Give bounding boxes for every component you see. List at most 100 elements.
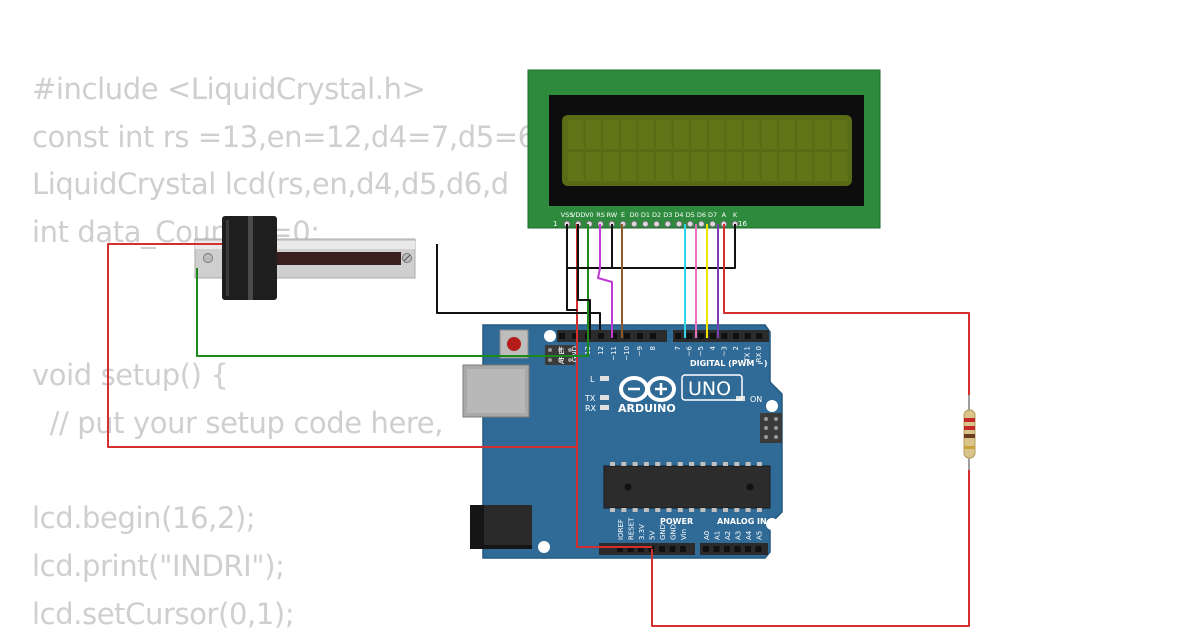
lcd-pin-label: D3 [663, 211, 672, 219]
lcd-pin[interactable] [686, 220, 694, 228]
reset-button-cap[interactable] [507, 337, 521, 351]
wire-red-backlight[interactable] [723, 224, 970, 395]
wire-magenta-rs[interactable] [597, 224, 613, 338]
chip-leg [689, 462, 695, 466]
lcd-char-cell [779, 120, 795, 149]
digital-pin-socket[interactable] [559, 333, 565, 339]
power-pin-socket[interactable] [617, 546, 623, 552]
wire-red-pot-vdd[interactable] [107, 224, 578, 448]
model-badge [681, 374, 743, 401]
chip-leg [621, 462, 627, 466]
digital-pin-socket[interactable] [744, 333, 751, 339]
lcd-char-cell [726, 152, 742, 181]
power-pin-socket[interactable] [627, 546, 634, 552]
digital-pin-socket[interactable] [756, 333, 763, 339]
digital-pin-socket[interactable] [624, 333, 630, 339]
digital-pin-socket[interactable] [721, 333, 728, 339]
wire-black-pot-gnd[interactable] [436, 244, 601, 330]
digital-pin-socket[interactable] [709, 333, 716, 339]
lcd-pin-label: K [733, 211, 738, 219]
lcd-pin[interactable] [675, 220, 683, 228]
lcd-char-cell [832, 152, 848, 181]
atmega-chip [603, 465, 771, 509]
icsp-header-right [760, 413, 782, 443]
analog-pin-label: A5 [756, 531, 764, 540]
lcd-char-cell [673, 152, 690, 181]
analog-title: ANALOG IN [717, 517, 767, 526]
power-pin-label: GND [659, 524, 667, 540]
digital-pin-socket[interactable] [637, 333, 643, 339]
lcd-pin[interactable] [653, 220, 661, 228]
wire-red-resistor-5v[interactable] [651, 470, 970, 627]
analog-pin-socket[interactable] [724, 546, 730, 552]
lcd-pin[interactable] [697, 220, 705, 228]
lcd-char-cell [638, 120, 654, 149]
power-pin-socket[interactable] [638, 546, 644, 552]
power-pin-label: 3.3V [638, 524, 646, 540]
lcd-char-cell [656, 120, 672, 149]
digital-pin-label: 4 [709, 345, 717, 350]
analog-pin-socket[interactable] [713, 546, 720, 552]
digital-pin-label: GND [571, 346, 579, 362]
lcd-char-cell [744, 152, 760, 181]
resistor[interactable] [963, 395, 976, 470]
digital-pin-socket[interactable] [598, 333, 604, 339]
lcd-pin[interactable] [664, 220, 672, 228]
chip-leg [610, 462, 615, 466]
digital-pin-socket[interactable] [650, 333, 656, 339]
digital-pin-socket[interactable] [572, 333, 578, 339]
digital-pin-socket[interactable] [675, 333, 681, 339]
analog-pin-socket[interactable] [745, 546, 751, 552]
led-tx-label: TX [584, 394, 596, 403]
power-pin-socket[interactable] [680, 546, 686, 552]
chip-leg [677, 508, 683, 512]
analog-pin-socket[interactable] [755, 546, 762, 552]
lcd-pin[interactable] [641, 220, 649, 228]
power-pin-socket[interactable] [659, 546, 665, 552]
arduino-model-text: UNO [688, 378, 731, 400]
wire-black-vss[interactable] [577, 224, 591, 338]
lcd-pin-label: V0 [585, 211, 594, 219]
power-pin-socket[interactable] [669, 546, 676, 552]
code-line: lcd.print("INDRI"); [32, 548, 285, 583]
wire-black-gnd-bus[interactable] [566, 224, 736, 269]
wire-red-5v-rail[interactable] [576, 447, 652, 548]
arduino-logo-icon [619, 376, 676, 402]
analog-pin-label: A2 [724, 531, 732, 540]
digital-pin-socket[interactable] [611, 333, 617, 339]
chip-leg [756, 508, 762, 512]
lcd-char-cell [620, 120, 637, 149]
lcd-char-cell [832, 120, 848, 149]
digital-pin-socket[interactable] [698, 333, 705, 339]
digital-pin-socket[interactable] [733, 333, 739, 339]
mounting-hole [544, 330, 556, 342]
led-on-label: ON [750, 395, 762, 404]
code-line: lcd.setCursor(0,1); [32, 596, 295, 631]
pot-screw-icon [203, 253, 213, 263]
analog-pin-socket[interactable] [734, 546, 741, 552]
slide-potentiometer[interactable] [194, 216, 416, 300]
chip-leg [734, 508, 740, 512]
lcd-char-cell [796, 120, 813, 149]
analog-pin-label: A0 [703, 531, 711, 540]
wire-black-gnd-drop[interactable] [566, 268, 577, 311]
digital-pin-label: ~6 [686, 345, 694, 356]
code-line: const int rs =13,en=12,d4=7,d5=6 [32, 119, 536, 154]
chip-leg [756, 462, 762, 466]
digital-pin-socket[interactable] [686, 333, 693, 339]
lcd-pin[interactable] [630, 220, 638, 228]
chip-leg [655, 508, 661, 512]
lcd-char-cell [585, 120, 602, 149]
analog-pin-socket[interactable] [703, 546, 709, 552]
chip-leg [643, 462, 649, 466]
wire-green-v0[interactable] [196, 224, 589, 357]
lcd-char-cell [744, 120, 760, 149]
resistor-band [964, 446, 975, 449]
digital-pin-label: ~9 [636, 346, 644, 356]
wires[interactable] [107, 224, 970, 627]
lcd-pin[interactable] [709, 220, 717, 228]
chip-leg [723, 462, 728, 466]
